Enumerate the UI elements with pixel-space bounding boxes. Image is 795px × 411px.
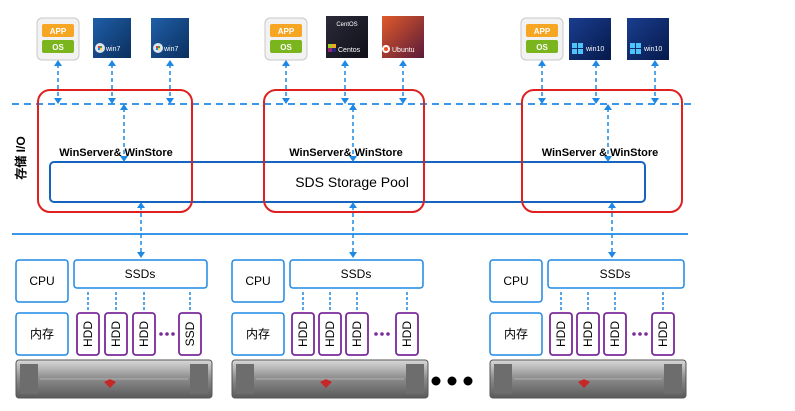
vm-thumbnail: win10 (569, 18, 611, 60)
service-label: WinServer& WinStore (289, 147, 403, 159)
vm-label: win10 (643, 46, 662, 53)
centos-logo-icon (328, 44, 336, 52)
ellipsis-dot (644, 332, 648, 336)
disk-label: HDD (109, 321, 123, 347)
memory-box (489, 312, 543, 356)
disk-label: HDD (581, 321, 595, 347)
windows10-logo-icon (572, 43, 583, 54)
cpu-box (231, 259, 285, 303)
disk-label: HDD (81, 321, 95, 347)
more-servers-dot (447, 376, 457, 386)
vm-thumbnail: win7 (93, 18, 131, 58)
memory-label: 内存 (30, 327, 54, 341)
ellipsis-dot (165, 332, 169, 336)
vm-label: Centos (338, 47, 361, 54)
node-3: WinServer & WinStore APP OS win10 (489, 17, 687, 399)
cpu-label: CPU (29, 274, 54, 288)
vm-label: win10 (585, 46, 604, 53)
disk (318, 312, 342, 356)
server-chassis (15, 359, 213, 399)
disk-label: HDD (400, 321, 414, 347)
node-2: WinServer& WinStore APP OS CentOS Centos… (231, 16, 429, 399)
more-servers-dot (463, 376, 473, 386)
ssds-box (547, 259, 685, 289)
windows10-logo-icon (630, 43, 641, 54)
ssds-box (73, 259, 208, 289)
cpu-box (15, 259, 69, 303)
ellipsis-dot (159, 332, 163, 336)
app-os-badge: APP OS (36, 17, 80, 61)
vm-label: win7 (163, 46, 179, 53)
memory-box (231, 312, 285, 356)
os-badge-label: OS (536, 43, 548, 52)
vm-thumbnail: CentOS Centos (326, 16, 368, 58)
storage-io-label: 存储 I/O (13, 136, 28, 180)
server-chassis (231, 359, 429, 399)
disk (345, 312, 369, 356)
centos-brand-label: CentOS (336, 22, 357, 28)
ssds-label: SSDs (600, 267, 631, 281)
disk-label: SSD (183, 321, 197, 346)
service-label: WinServer& WinStore (59, 147, 173, 159)
disk-label: HDD (137, 321, 151, 347)
vm-thumbnail: Ubuntu (382, 16, 424, 58)
sds-storage-pool-box (49, 161, 646, 203)
memory-box (15, 312, 69, 356)
disk-label: HDD (350, 321, 364, 347)
vm-label: Ubuntu (392, 47, 415, 54)
disk-row: HDD HDD HDD HDD (291, 292, 419, 356)
more-servers-dot (431, 376, 441, 386)
ellipsis-dot (386, 332, 390, 336)
disk (549, 312, 573, 356)
service-box (263, 89, 425, 213)
service-box (521, 89, 683, 213)
disk-label: HDD (323, 321, 337, 347)
ssds-box (289, 259, 424, 289)
disk (291, 312, 315, 356)
ellipsis-dot (374, 332, 378, 336)
ellipsis-dot (632, 332, 636, 336)
disk-row: HDD HDD HDD SSD (76, 292, 202, 356)
vm-thumbnail: win7 (151, 18, 189, 58)
disk (651, 312, 675, 356)
disk (603, 312, 627, 356)
disk (76, 312, 100, 356)
app-os-badge: APP OS (520, 17, 564, 61)
ssds-label: SSDs (125, 267, 156, 281)
disk (395, 312, 419, 356)
disk (132, 312, 156, 356)
ellipsis-dot (380, 332, 384, 336)
sds-storage-pool-label: SDS Storage Pool (295, 174, 409, 190)
arrowheads (54, 60, 659, 258)
os-badge-label: OS (280, 43, 292, 52)
cpu-box (489, 259, 543, 303)
disk (178, 312, 202, 356)
vm-thumbnail: win10 (627, 18, 669, 60)
app-badge-label: APP (278, 27, 295, 36)
disk-label: HDD (296, 321, 310, 347)
disk-row: HDD HDD HDD HDD (549, 292, 675, 356)
service-box (37, 89, 193, 213)
ssds-label: SSDs (341, 267, 372, 281)
app-badge-label: APP (50, 27, 67, 36)
os-badge-label: OS (52, 43, 64, 52)
node-1: WinServer& WinStore APP OS win7 win7 (15, 17, 213, 399)
disk-label: HDD (554, 321, 568, 347)
service-label: WinServer & WinStore (542, 147, 659, 159)
memory-label: 内存 (504, 327, 528, 341)
cpu-label: CPU (245, 274, 270, 288)
app-badge-label: APP (534, 27, 551, 36)
disk-label: HDD (608, 321, 622, 347)
disk (576, 312, 600, 356)
server-chassis (489, 359, 687, 399)
ellipsis-dot (638, 332, 642, 336)
cpu-label: CPU (503, 274, 528, 288)
ellipsis-dot (171, 332, 175, 336)
app-os-badge: APP OS (264, 17, 308, 61)
memory-label: 内存 (246, 327, 270, 341)
disk (104, 312, 128, 356)
disk-label: HDD (656, 321, 670, 347)
vm-label: win7 (105, 46, 121, 53)
